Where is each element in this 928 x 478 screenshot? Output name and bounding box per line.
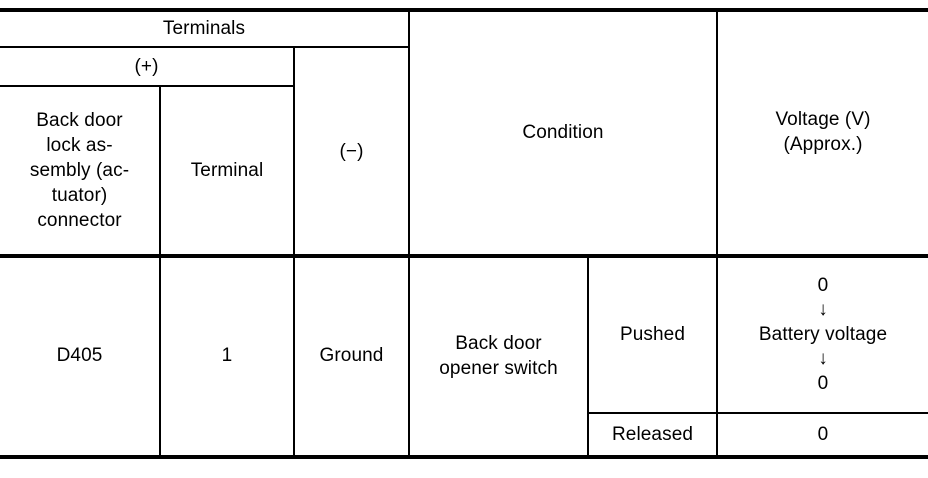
cell-connector-value: D405 xyxy=(56,345,103,366)
rule-below-terminals xyxy=(0,46,408,48)
cell-condition-value: Back door opener switch xyxy=(410,256,587,455)
cell-condition-line-1: Back door xyxy=(455,332,542,354)
header-connector-line-4: tuator) xyxy=(51,185,108,206)
cell-voltage-released: 0 xyxy=(817,424,829,445)
divider-terminal-ground-body xyxy=(293,254,295,455)
cell-state-released: Released xyxy=(611,424,694,445)
divider-condition-voltage xyxy=(716,8,718,254)
divider-state-voltage-body xyxy=(716,254,718,455)
cell-state-pushed: Pushed xyxy=(619,323,686,345)
header-connector-line-2: lock as- xyxy=(46,135,113,156)
header-connector-line-5: connector xyxy=(37,210,122,231)
divider-connector-terminal-body xyxy=(159,254,161,455)
divider-positive-negative xyxy=(293,46,295,254)
voltage-pushed-line-5: 0 xyxy=(817,372,829,394)
rule-below-positive xyxy=(0,85,293,87)
cell-terminal-value: 1 xyxy=(221,345,233,366)
header-positive: (+) xyxy=(134,56,159,77)
rule-header-body xyxy=(0,254,928,258)
header-terminal: Terminal xyxy=(190,160,264,181)
rule-table-top xyxy=(0,8,928,12)
divider-condition-state-body xyxy=(587,254,589,455)
voltage-pushed-line-1: 0 xyxy=(817,274,829,296)
header-connector-line-3: sembly (ac- xyxy=(29,160,130,181)
divider-ground-condition-body xyxy=(408,254,410,455)
header-connector: Back door lock as- sembly (ac- tuator) c… xyxy=(0,87,159,254)
header-terminals: Terminals xyxy=(162,17,246,39)
voltage-pushed-line-3: Battery voltage xyxy=(758,323,888,345)
cell-condition-line-2: opener switch xyxy=(439,357,558,379)
rule-pushed-released xyxy=(587,412,928,414)
cell-voltage-pushed: 0 ↓ Battery voltage ↓ 0 xyxy=(718,256,928,412)
rule-table-bottom xyxy=(0,455,928,459)
header-condition: Condition xyxy=(522,121,604,143)
arrow-down-icon: ↓ xyxy=(818,347,828,369)
arrow-down-icon: ↓ xyxy=(818,298,828,320)
header-negative: (−) xyxy=(339,140,364,162)
header-voltage-line-1: Voltage (V) xyxy=(775,109,871,130)
divider-connector-terminal xyxy=(159,85,161,254)
header-voltage: Voltage (V) (Approx.) xyxy=(718,10,928,254)
cell-negative-value: Ground xyxy=(319,345,384,366)
header-voltage-line-2: (Approx.) xyxy=(783,134,863,155)
header-connector-line-1: Back door xyxy=(36,110,123,131)
divider-terminals-condition xyxy=(408,8,410,254)
